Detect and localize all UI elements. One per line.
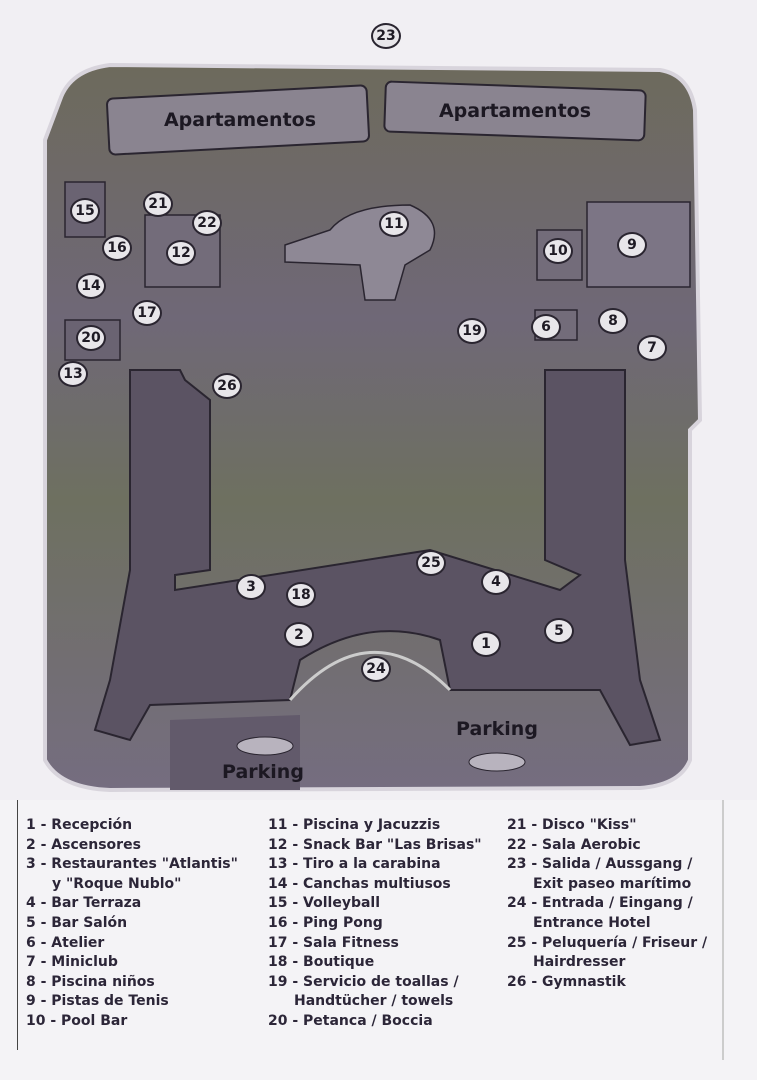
legend-item: 23 - Salida / Aussgang / Exit paseo marí… <box>507 856 693 892</box>
parking-label-left: Parking <box>222 761 304 783</box>
marker-15: 15 <box>70 198 100 224</box>
marker-7: 7 <box>637 335 667 361</box>
marker-23: 23 <box>371 23 401 49</box>
parking-label-right: Parking <box>456 718 538 740</box>
legend-column-3: 21 - Disco "Kiss" 22 - Sala Aerobic 23 -… <box>507 816 717 992</box>
marker-11: 11 <box>379 211 409 237</box>
legend-item: 7 - Miniclub <box>26 954 118 971</box>
legend-item: 8 - Piscina niños <box>26 973 155 990</box>
marker-17: 17 <box>132 300 162 326</box>
apartments-label-left: Apartamentos <box>163 109 317 131</box>
marker-20: 20 <box>76 325 106 351</box>
legend-item: 6 - Atelier <box>26 934 105 951</box>
main-building <box>93 369 662 747</box>
legend-item: 17 - Sala Fitness <box>268 934 399 951</box>
legend-item: 25 - Peluquería / Friseur / Hairdresser <box>507 934 708 971</box>
marker-6: 6 <box>531 314 561 340</box>
legend-item: 18 - Boutique <box>268 954 375 971</box>
legend-item: 24 - Entrada / Eingang / Entrance Hotel <box>507 895 693 931</box>
legend-item: 16 - Ping Pong <box>268 914 383 931</box>
marker-3: 3 <box>236 574 266 600</box>
apartment-block-right <box>383 80 647 142</box>
parking-area-left <box>170 715 300 790</box>
marker-18: 18 <box>286 582 316 608</box>
marker-4: 4 <box>481 569 511 595</box>
legend-item: 11 - Piscina y Jacuzzis <box>268 817 441 833</box>
marker-12: 12 <box>166 240 196 266</box>
marker-22: 22 <box>192 210 222 236</box>
legend-column-1: 1 - Recepción 2 - Ascensores 3 - Restaur… <box>26 816 261 1032</box>
legend-item: 21 - Disco "Kiss" <box>507 817 637 833</box>
legend-item: 4 - Bar Terraza <box>26 895 142 912</box>
marker-5: 5 <box>544 618 574 644</box>
legend-column-2: 11 - Piscina y Jacuzzis 12 - Snack Bar "… <box>268 816 503 1032</box>
marker-24: 24 <box>361 656 391 682</box>
apartment-block-left <box>106 84 370 156</box>
legend-item: 22 - Sala Aerobic <box>507 836 641 853</box>
car-icon <box>236 736 294 756</box>
legend-item: 14 - Canchas multiusos <box>268 875 451 892</box>
marker-14: 14 <box>76 273 106 299</box>
legend-item: 5 - Bar Salón <box>26 914 128 931</box>
legend-item: 26 - Gymnastik <box>507 973 626 990</box>
legend-item: 1 - Recepción <box>26 817 133 833</box>
marker-21: 21 <box>143 191 173 217</box>
marker-10: 10 <box>543 238 573 264</box>
marker-8: 8 <box>598 308 628 334</box>
legend-item: 3 - Restaurantes "Atlantis" y "Roque Nub… <box>26 856 238 892</box>
legend-item: 20 - Petanca / Boccia <box>268 1012 433 1029</box>
legend-item: 12 - Snack Bar "Las Brisas" <box>268 836 482 853</box>
legend-item: 19 - Servicio de toallas / Handtücher / … <box>268 973 459 1010</box>
hotel-map: Apartamentos Apartamentos Parking Parkin… <box>43 23 703 793</box>
marker-13: 13 <box>58 361 88 387</box>
marker-25: 25 <box>416 550 446 576</box>
marker-2: 2 <box>284 622 314 648</box>
legend-item: 15 - Volleyball <box>268 895 381 912</box>
legend-item: 9 - Pistas de Tenis <box>26 993 169 1010</box>
legend-item: 10 - Pool Bar <box>26 1012 128 1029</box>
marker-1: 1 <box>471 631 501 657</box>
apartments-label-right: Apartamentos <box>438 100 592 122</box>
marker-16: 16 <box>102 235 132 261</box>
legend-item: 13 - Tiro a la carabina <box>268 856 441 873</box>
marker-9: 9 <box>617 232 647 258</box>
legend-item: 2 - Ascensores <box>26 836 141 853</box>
marker-26: 26 <box>212 373 242 399</box>
car-icon <box>468 752 526 772</box>
marker-19: 19 <box>457 318 487 344</box>
